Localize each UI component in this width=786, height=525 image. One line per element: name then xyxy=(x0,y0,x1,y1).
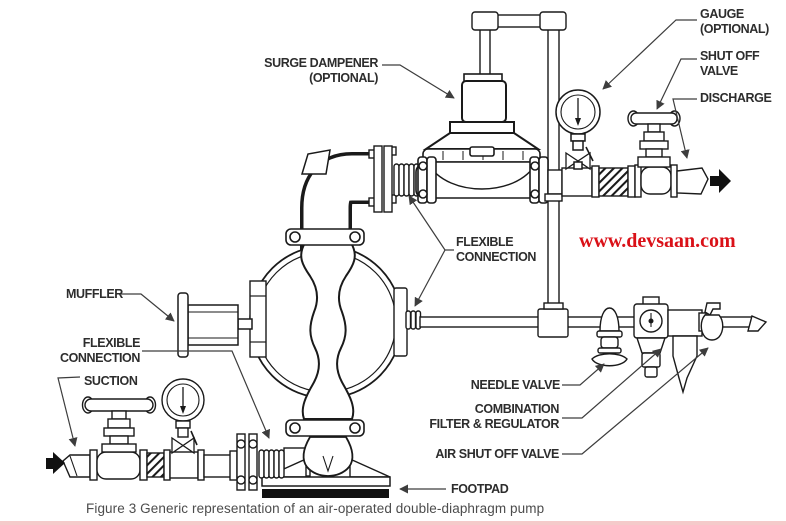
suction-line-drawing xyxy=(62,378,285,491)
pump-body-drawing xyxy=(249,149,408,437)
figure-caption: Figure 3 Generic representation of an ai… xyxy=(86,501,545,516)
label-suction: SUCTION xyxy=(84,374,138,388)
discharge-line-drawing xyxy=(544,164,709,202)
footpad-drawing xyxy=(261,436,391,498)
label-discharge: DISCHARGE xyxy=(700,91,772,105)
air-shut-off-valve-drawing xyxy=(698,302,724,341)
shut-off-valve-drawing xyxy=(627,110,681,168)
muffler-drawing xyxy=(177,292,253,358)
flexible-connection-discharge xyxy=(368,145,420,213)
label-surge-dampener: SURGE DAMPENER (OPTIONAL) xyxy=(264,56,378,85)
label-muffler: MUFFLER xyxy=(66,287,123,301)
watermark-text: www.devsaan.com xyxy=(579,230,736,252)
discharge-arrow xyxy=(710,169,731,193)
pressure-gauge-drawing xyxy=(555,89,601,171)
label-combination-filter-regulator: COMBINATION FILTER & REGULATOR xyxy=(429,402,559,431)
label-footpad: FOOTPAD xyxy=(451,482,509,496)
label-air-shut-off-valve: AIR SHUT OFF VALVE xyxy=(435,447,559,461)
bottom-edge-artifact xyxy=(0,521,786,525)
suction-arrow xyxy=(46,452,65,474)
air-line-drawing xyxy=(405,302,768,338)
needle-valve-drawing xyxy=(591,307,628,367)
leader-lines xyxy=(57,19,709,494)
filter-regulator-drawing xyxy=(633,296,703,395)
label-needle-valve: NEEDLE VALVE xyxy=(470,378,561,392)
label-flexible-connection-right: FLEXIBLE CONNECTION xyxy=(456,235,537,264)
label-flexible-connection-left: FLEXIBLE CONNECTION xyxy=(59,336,140,365)
label-shut-off-valve: SHUT OFF VALVE xyxy=(700,49,760,78)
surge-dampener-drawing xyxy=(415,73,549,204)
label-gauge: GAUGE (OPTIONAL) xyxy=(700,7,769,36)
